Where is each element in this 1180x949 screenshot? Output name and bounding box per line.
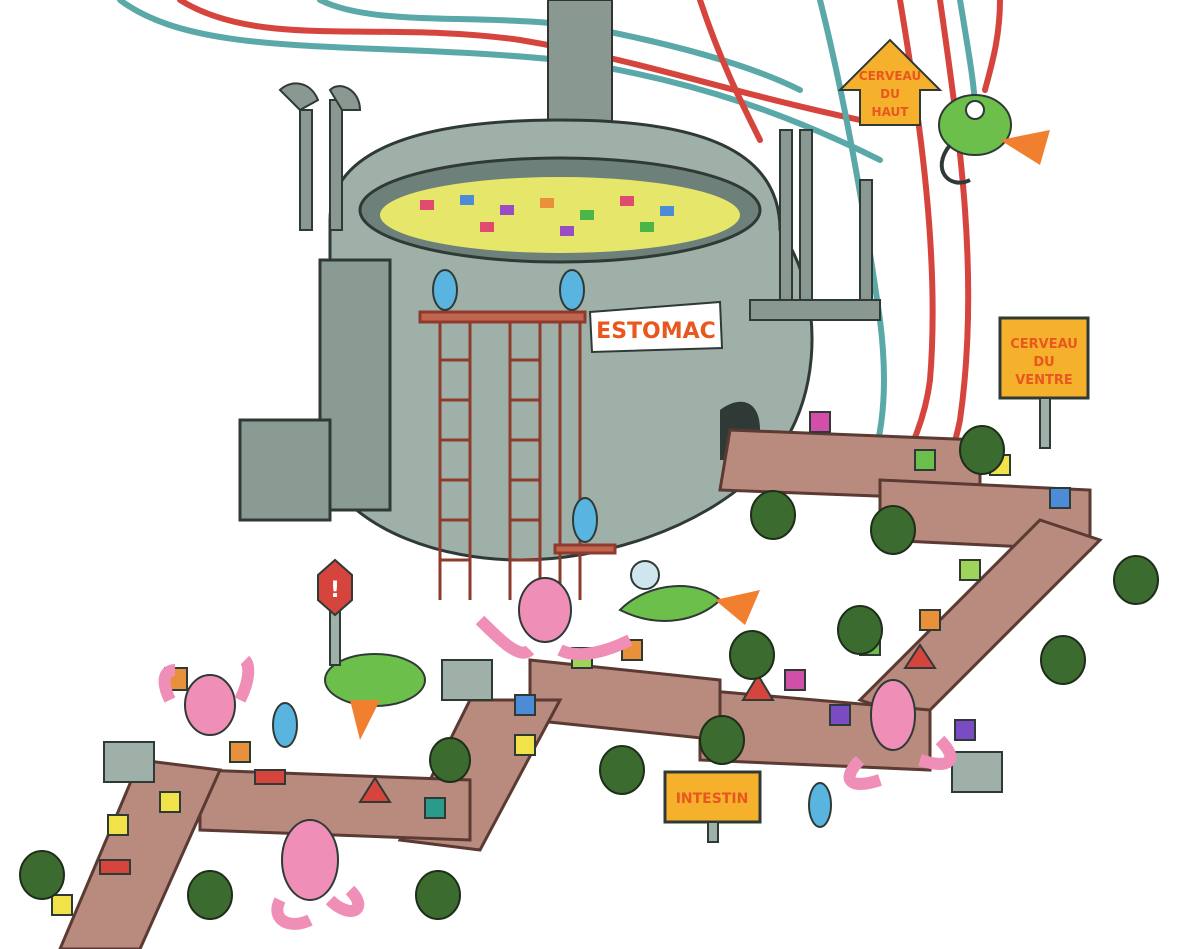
signpost-icon xyxy=(998,316,1090,400)
furry-creature-icon xyxy=(870,505,916,555)
gut-brain-sign: CERVEAU DU VENTRE xyxy=(998,316,1090,449)
workers xyxy=(272,269,832,828)
octopus-icon xyxy=(843,679,957,790)
food-soup xyxy=(380,177,740,253)
food-cube-icon xyxy=(51,894,73,916)
food-cube-icon xyxy=(959,559,981,581)
worker-icon xyxy=(559,269,585,311)
cable-icon xyxy=(957,0,978,113)
top-brain-line-2: DU xyxy=(880,87,900,101)
arrow-sign-icon xyxy=(837,38,943,126)
bin-icon xyxy=(951,751,1003,793)
bin-icon xyxy=(441,659,493,701)
food-cube-icon xyxy=(919,609,941,631)
food-blob xyxy=(254,769,286,785)
octopus-icon xyxy=(158,655,255,736)
food-cube-icon xyxy=(514,694,536,716)
robot-drone-icon xyxy=(938,94,1050,185)
intestine-label: INTESTIN xyxy=(676,791,749,807)
top-brain-line-1: CERVEAU xyxy=(859,69,921,83)
intestine-sign: INTESTIN xyxy=(663,770,762,843)
food-cube-icon xyxy=(954,719,976,741)
furry-creature-icon xyxy=(187,870,233,920)
bin-icon xyxy=(103,741,155,783)
worker-icon xyxy=(808,782,832,828)
alert-label: ! xyxy=(330,578,340,603)
conveyor-belt-icon xyxy=(58,758,223,949)
signpost-icon xyxy=(663,770,762,824)
worker-icon xyxy=(272,702,298,748)
furry-creature-icon xyxy=(699,715,745,765)
food-cube-icon xyxy=(829,704,851,726)
octopus-icon xyxy=(475,577,633,661)
furry-creature-icon xyxy=(837,605,883,655)
food-blob xyxy=(99,859,131,875)
stomach-tank-icon xyxy=(238,118,814,562)
gut-brain-line-1: CERVEAU xyxy=(1010,337,1078,352)
food-cube-icon xyxy=(424,797,446,819)
food-cube-icon xyxy=(784,669,806,691)
cable-icon xyxy=(982,0,1003,93)
stomach-sign: ESTOMAC xyxy=(588,300,724,354)
bins xyxy=(103,659,1003,793)
octopuses xyxy=(158,577,957,930)
furry-creature-icon xyxy=(959,425,1005,475)
top-brain-sign: CERVEAU DU HAUT xyxy=(837,38,943,126)
pipes-right xyxy=(749,129,881,321)
cable-icon xyxy=(177,0,863,123)
food-pyramid-icon xyxy=(358,776,392,803)
food-cube-icon xyxy=(1049,487,1071,509)
cable-icon xyxy=(117,0,883,163)
furry-creature-icon xyxy=(599,745,645,795)
food-cube-icon xyxy=(229,741,251,763)
top-brain-line-3: HAUT xyxy=(872,105,910,119)
octopus-icon xyxy=(271,819,365,930)
furry-creature-icon xyxy=(729,630,775,680)
food-cube-icon xyxy=(914,449,936,471)
exhaust-pipes-left xyxy=(278,82,362,231)
scaffolding xyxy=(418,310,617,600)
furry-creature-icon xyxy=(1113,555,1159,605)
gut-brain-line-2: DU xyxy=(1033,355,1054,370)
food-cube-icon xyxy=(159,791,181,813)
alert-sign-icon xyxy=(317,558,353,617)
food-cube-icon xyxy=(514,734,536,756)
cable-icon xyxy=(697,0,763,143)
food-cube-icon xyxy=(107,814,129,836)
robot-drone-icon xyxy=(618,585,722,622)
gut-brain-line-3: VENTRE xyxy=(1015,373,1073,388)
food-cube-icon xyxy=(809,411,831,433)
food-pyramid-icon xyxy=(903,643,937,669)
furry-creature-icon xyxy=(1040,635,1086,685)
worker-icon xyxy=(572,497,598,543)
furry-creature-icon xyxy=(750,490,796,540)
alert-pod: ! xyxy=(317,558,426,740)
worker-icon xyxy=(432,269,458,311)
furry-creatures xyxy=(19,425,1159,920)
food-pieces xyxy=(420,195,674,236)
food-pyramid-icon xyxy=(741,673,775,701)
furry-creature-icon xyxy=(429,737,471,783)
furry-creature-icon xyxy=(19,850,65,900)
stomach-label: ESTOMAC xyxy=(596,319,716,344)
jet-pod xyxy=(618,560,760,625)
furry-creature-icon xyxy=(415,870,461,920)
